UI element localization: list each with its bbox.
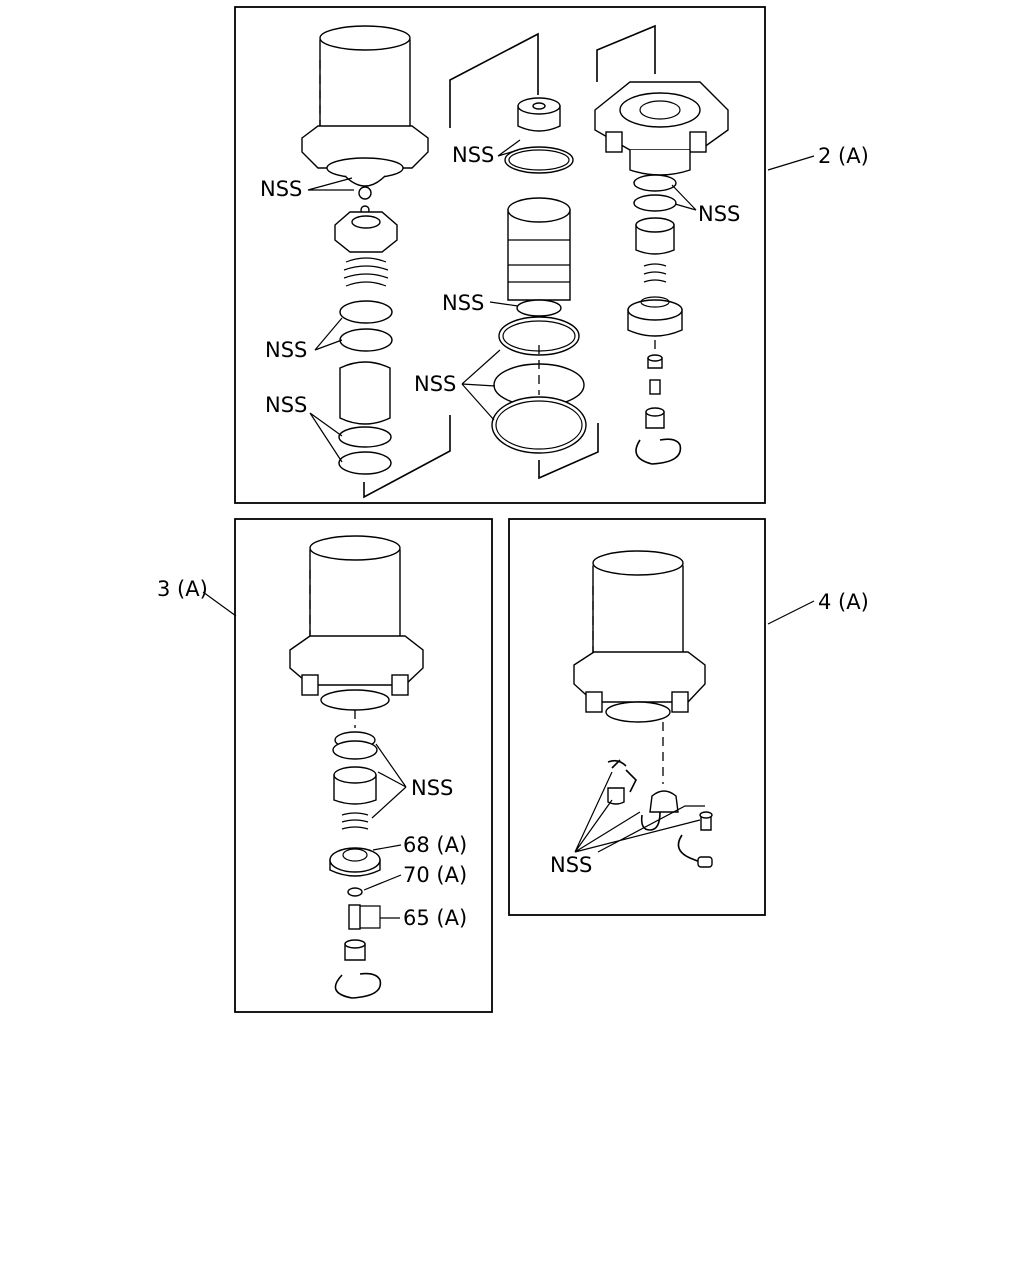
ref-65a-label: 65 (A) (403, 906, 467, 930)
nss-label: NSS (260, 177, 302, 201)
ref-4a-label: 4 (A) (818, 590, 869, 614)
nss-label: NSS (265, 393, 307, 417)
valve-stack-middle (449, 32, 599, 480)
ref-68a-label: 68 (A) (403, 833, 467, 857)
nss-label: NSS (414, 372, 456, 396)
panel-2a: NSS NSS NSS NSS NSS NSS NSS 2 (A) (234, 6, 869, 504)
housing-assembly-right (594, 24, 729, 465)
dryer-assembly-4a (573, 550, 713, 868)
nss-callouts-top: NSS NSS NSS NSS NSS NSS NSS (260, 139, 740, 463)
canister-assembly-left (301, 25, 451, 499)
ref-2a-label: 2 (A) (818, 144, 869, 168)
panel-3a: 3 (A) NSS 68 (A) (157, 518, 493, 1013)
panel-3a-frame (234, 518, 493, 1013)
panel-2a-frame (234, 6, 766, 504)
nss-label: NSS (452, 143, 494, 167)
nss-label: NSS (550, 853, 592, 877)
nss-label: NSS (442, 291, 484, 315)
nss-label: NSS (411, 776, 453, 800)
ref-3a-label: 3 (A) (157, 577, 208, 601)
nss-label: NSS (265, 338, 307, 362)
ref-70a-label: 70 (A) (403, 863, 467, 887)
nss-label: NSS (698, 202, 740, 226)
dryer-assembly-3a (289, 535, 424, 999)
panel-4a-frame (508, 518, 766, 916)
panel-4a: 4 (A) NSS (508, 518, 869, 916)
